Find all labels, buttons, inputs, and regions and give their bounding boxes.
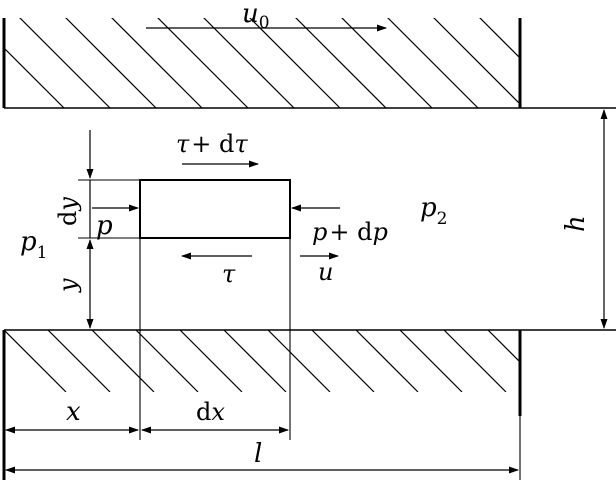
p-plus-dp-label: p+ dp (312, 218, 388, 246)
u-label: u (318, 258, 333, 286)
y-label: y (54, 278, 82, 293)
top-plate (2, 18, 616, 109)
u0-label: u0 (242, 0, 270, 33)
p-left-label: p (96, 211, 113, 241)
p1-label: p1 (20, 227, 47, 263)
tau-label: τ (222, 260, 236, 288)
h-label: h (561, 215, 591, 232)
dy-label: dy (54, 197, 82, 226)
tau-plus-dtau-label: τ+ dτ (176, 130, 248, 158)
dx-label: dx (196, 398, 225, 426)
fluid-element (139, 179, 291, 239)
l-label: l (254, 439, 262, 469)
bottom-plate-hatching (4, 330, 520, 392)
x-label: x (66, 397, 81, 427)
top-plate-hatching (4, 18, 520, 108)
bottom-plate (2, 329, 616, 416)
p2-label: p2 (420, 193, 447, 229)
